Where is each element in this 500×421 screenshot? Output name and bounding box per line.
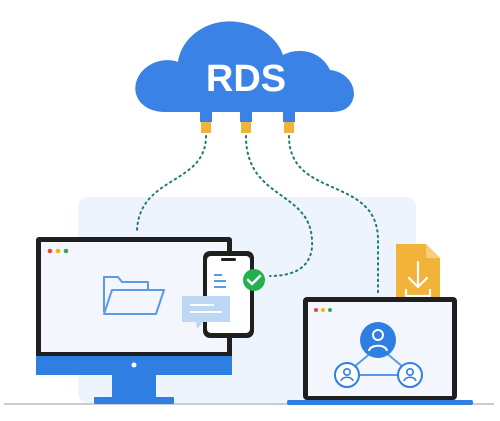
connector-left xyxy=(200,112,212,133)
ground-line xyxy=(4,403,494,405)
window-dot-green xyxy=(63,248,69,254)
check-icon xyxy=(246,274,262,286)
window-dot-red xyxy=(47,248,53,254)
rds-cloud: RDS xyxy=(135,21,354,112)
folder-icon xyxy=(103,276,165,315)
dotted-lines xyxy=(136,135,379,297)
monitor-base xyxy=(94,397,174,404)
cloud-shape xyxy=(135,21,354,112)
laptop-base xyxy=(287,400,473,405)
laptop-dot-yellow xyxy=(321,308,325,312)
window-dot-yellow xyxy=(55,248,61,254)
connector-middle xyxy=(240,112,252,133)
user-network-icon xyxy=(334,322,423,388)
phone-notch xyxy=(221,258,236,261)
download-file xyxy=(396,244,440,312)
monitor-neck xyxy=(112,375,156,398)
laptop xyxy=(287,297,473,405)
power-dot xyxy=(131,362,137,368)
dotted-line-to-monitor xyxy=(136,135,207,231)
dotted-line-to-laptop xyxy=(288,135,379,297)
dotted-line-to-phone xyxy=(245,135,314,277)
laptop-dot-red xyxy=(314,308,318,312)
check-badge xyxy=(243,269,265,291)
chat-bubble-icon xyxy=(182,296,230,329)
smartphone xyxy=(203,251,254,338)
laptop-dot-green xyxy=(328,308,332,312)
connector-right xyxy=(283,112,295,133)
cloud-label: RDS xyxy=(206,58,286,100)
download-icon xyxy=(404,260,432,298)
document-icon xyxy=(214,274,226,288)
connectors xyxy=(200,112,295,133)
